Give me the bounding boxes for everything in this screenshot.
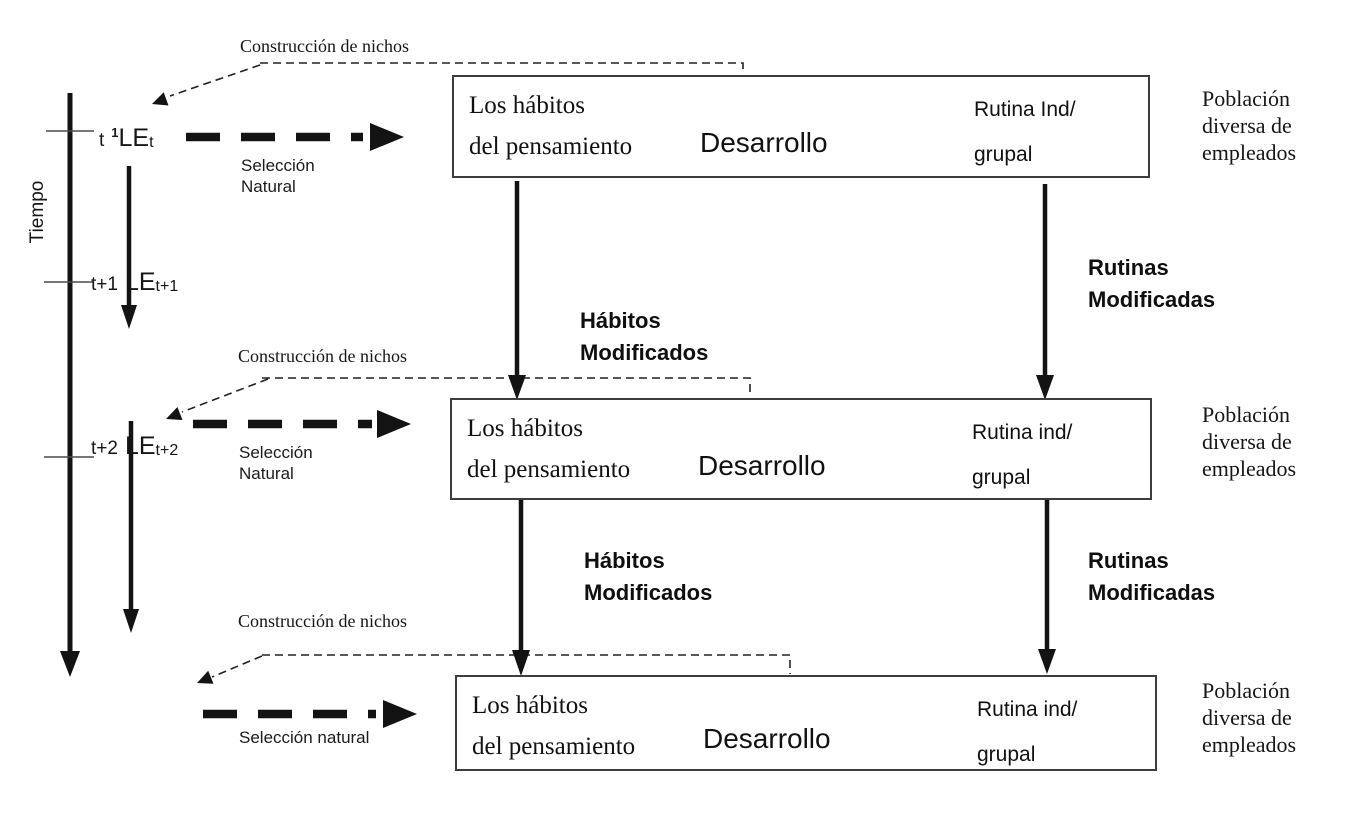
habits-of-thought-row1: Los hábitos del pensamiento: [469, 85, 632, 167]
routines-modified-2-line2: Modificadas: [1088, 580, 1216, 605]
habits-modified-label-1: Hábitos Modificados: [580, 305, 708, 369]
population-row3-line1: Población: [1202, 678, 1290, 703]
niche-arrowhead-row1-icon: [152, 92, 169, 106]
routines-modified-1-line2: Modificadas: [1088, 287, 1216, 312]
population-row3-line3: empleados: [1202, 732, 1297, 757]
routine-row3-line2: grupal: [977, 743, 1036, 766]
population-row2-line3: empleados: [1202, 456, 1297, 481]
population-row2-line2: diversa de: [1202, 429, 1292, 454]
natural-selection-row1-line2: Natural: [241, 177, 296, 196]
population-box-row3: Los hábitos del pensamiento Desarrollo R…: [455, 675, 1157, 771]
population-row2-line1: Población: [1202, 402, 1290, 427]
development-label-row2: Desarrollo: [698, 450, 826, 481]
tick-t-subscript: t: [149, 134, 154, 151]
routines-modified-label-2: Rutinas Modificadas: [1088, 545, 1215, 609]
routine-row2-line2: grupal: [972, 466, 1031, 489]
niche-diagonal-row1: [169, 64, 261, 97]
habits-modified-1-line2: Modificados: [580, 340, 709, 365]
habits-row1-line2: del pensamiento: [469, 133, 633, 160]
routines-modified-label-1: Rutinas Modificadas: [1088, 252, 1215, 316]
natural-selection-row2-line2: Natural: [239, 464, 294, 483]
routine-row1: Rutina Ind/ grupal: [974, 87, 1076, 177]
habits-modified-2-line1: Hábitos: [584, 548, 665, 573]
habits-of-thought-row3: Los hábitos del pensamiento: [472, 685, 635, 767]
selection-arrow-row1-head-icon: [370, 123, 404, 151]
population-box-row1: Los hábitos del pensamiento Desarrollo R…: [452, 75, 1150, 178]
natural-selection-label-row2: Selección Natural: [239, 442, 313, 484]
niche-diagonal-row2: [181, 378, 269, 413]
habits-row2-line1: Los hábitos: [467, 415, 583, 442]
routine-row2-line1: Rutina ind/: [972, 421, 1073, 444]
tick-t2-symbol: LE: [124, 432, 156, 460]
habits-row2-line2: del pensamiento: [467, 456, 631, 483]
routines-modified-1-line1: Rutinas: [1088, 255, 1169, 280]
habits-row3-line1: Los hábitos: [472, 692, 588, 719]
habits-row3-line2: del pensamiento: [472, 733, 636, 760]
tick-t1-subscript: t+1: [155, 278, 179, 295]
population-row1-line2: diversa de: [1202, 113, 1292, 138]
niche-construction-label-row3: Construcción de nichos: [238, 611, 407, 631]
tick-t2-prefix: t+2: [91, 438, 118, 459]
tick-t-prefix: t: [99, 130, 105, 151]
tick-t1-symbol: LE: [124, 268, 156, 296]
natural-selection-row1-line1: Selección: [241, 156, 315, 175]
natural-selection-row3-line1: Selección natural: [239, 728, 370, 747]
development-label-row1: Desarrollo: [700, 127, 828, 158]
timeline-axis-arrowhead-icon: [60, 651, 80, 677]
natural-selection-label-row1: Selección Natural: [241, 155, 315, 197]
timeline-axis-label: Tiempo: [27, 180, 48, 244]
time-step-arrow-1-head-icon: [121, 305, 137, 329]
niche-arrowhead-row2-icon: [166, 407, 183, 420]
routines-modified-arrow-2-head-icon: [1038, 649, 1056, 674]
habits-modified-label-2: Hábitos Modificados: [584, 545, 712, 609]
habits-of-thought-row2: Los hábitos del pensamiento: [467, 408, 630, 490]
population-label-row3: Población diversa de empleados: [1202, 677, 1296, 758]
population-label-row2: Población diversa de empleados: [1202, 401, 1296, 482]
natural-selection-label-row3: Selección natural: [239, 727, 369, 748]
tick-t1-prefix: t+1: [91, 274, 118, 295]
niche-feedback-line-row2: [262, 377, 751, 397]
niche-diagonal-row3: [211, 655, 263, 678]
habits-modified-arrow-1-head-icon: [508, 375, 526, 400]
routines-modified-arrow-1-head-icon: [1036, 375, 1054, 400]
population-row3-line2: diversa de: [1202, 705, 1292, 730]
niche-arrowhead-row3-icon: [197, 670, 214, 684]
tick-t-superscript: 1: [111, 125, 119, 140]
natural-selection-row2-line1: Selección: [239, 443, 313, 462]
routines-modified-2-line1: Rutinas: [1088, 548, 1169, 573]
routine-row3: Rutina ind/ grupal: [977, 687, 1077, 777]
habits-modified-arrow-2-head-icon: [512, 650, 530, 676]
population-row1-line3: empleados: [1202, 140, 1297, 165]
routine-row1-line2: grupal: [974, 143, 1033, 166]
habits-row1-line1: Los hábitos: [469, 92, 585, 119]
niche-feedback-line-row3: [262, 654, 791, 674]
tick-t-symbol: LE: [118, 124, 150, 152]
habits-modified-2-line2: Modificados: [584, 580, 713, 605]
population-box-row2: Los hábitos del pensamiento Desarrollo R…: [450, 398, 1152, 500]
niche-construction-label-row2: Construcción de nichos: [238, 346, 407, 366]
habits-modified-1-line1: Hábitos: [580, 308, 661, 333]
population-label-row1: Población diversa de empleados: [1202, 85, 1296, 166]
selection-arrow-row2-head-icon: [377, 410, 411, 438]
population-row1-line1: Población: [1202, 86, 1290, 111]
time-step-arrow-2-head-icon: [123, 609, 139, 633]
routine-row2: Rutina ind/ grupal: [972, 410, 1072, 500]
development-label-row3: Desarrollo: [703, 723, 831, 754]
niche-construction-label-row1: Construcción de nichos: [240, 36, 409, 56]
selection-arrow-row3-head-icon: [383, 700, 417, 728]
routine-row3-line1: Rutina ind/: [977, 698, 1078, 721]
niche-feedback-line-row1: [260, 62, 744, 74]
tick-t2-subscript: t+2: [155, 442, 179, 459]
routine-row1-line1: Rutina Ind/: [974, 98, 1076, 121]
